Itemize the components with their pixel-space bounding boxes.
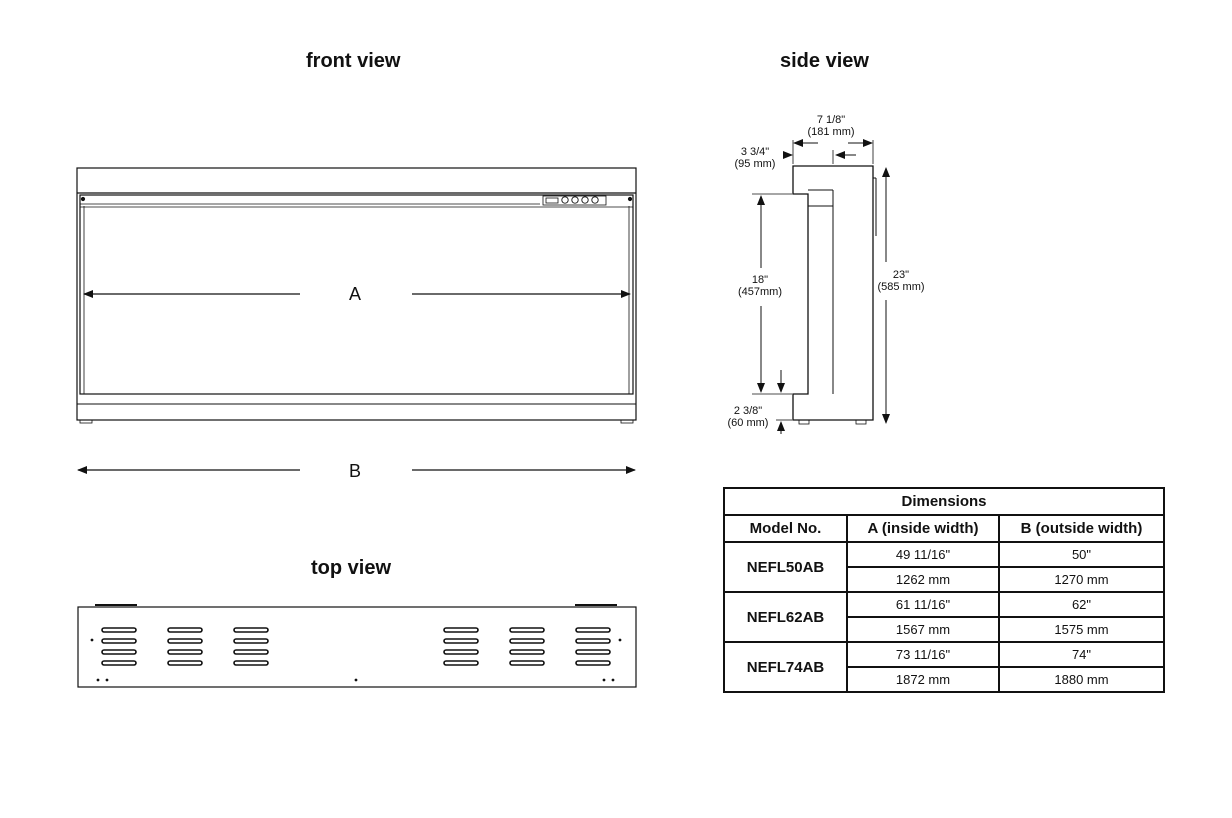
side-view-title: side view [780, 50, 869, 72]
vent-slot [575, 638, 611, 644]
vent-slot [509, 638, 545, 644]
table-row: 1872 mm 1880 mm [724, 666, 1165, 693]
table-row: NEFL50AB 49 11/16" 50" [723, 541, 1165, 593]
front-view-title: front view [306, 50, 401, 72]
top-view-title: top view [311, 557, 392, 579]
vent-slot [233, 638, 269, 644]
model-cell: NEFL74AB [723, 641, 848, 693]
vent-slot [443, 660, 479, 666]
vent-slot [167, 627, 203, 633]
side-opening-height-label: 18"(457mm) [737, 274, 782, 298]
table-row: NEFL62AB 61 11/16" 62" [723, 591, 1165, 643]
vent-slot [233, 649, 269, 655]
vent-slot [167, 649, 203, 655]
b-metric-cell: 1575 mm [998, 616, 1165, 643]
a-imperial-cell: 73 11/16" [846, 641, 1000, 668]
dimension-b-label: B [349, 461, 362, 481]
vent-slot [167, 638, 203, 644]
side-depth-label: 7 1/8"(181 mm) [807, 114, 855, 138]
vent-slot [101, 638, 137, 644]
front-view-drawing [76, 167, 637, 474]
vent-slot [233, 660, 269, 666]
vent-slot [443, 649, 479, 655]
a-metric-cell: 1262 mm [846, 566, 1000, 593]
b-imperial-cell: 62" [998, 591, 1165, 618]
table-header-b: B (outside width) [998, 514, 1165, 543]
vent-slot [509, 627, 545, 633]
vent-slot [167, 660, 203, 666]
dimensions-table: Dimensions Model No. A (inside width) B … [723, 487, 1165, 693]
a-imperial-cell: 49 11/16" [846, 541, 1000, 568]
model-cell: NEFL62AB [723, 591, 848, 643]
table-header-a: A (inside width) [846, 514, 1000, 543]
vent-slot [509, 660, 545, 666]
a-metric-cell: 1567 mm [846, 616, 1000, 643]
table-row: 1262 mm 1270 mm [724, 566, 1165, 593]
table-header-model: Model No. [723, 514, 848, 543]
side-top-offset-label: 3 3/4"(95 mm) [734, 146, 776, 170]
vent-slot [101, 660, 137, 666]
model-cell: NEFL50AB [723, 541, 848, 593]
vent-slot [233, 627, 269, 633]
a-metric-cell: 1872 mm [846, 666, 1000, 693]
vent-slot [575, 649, 611, 655]
table-row: NEFL74AB 73 11/16" 74" [723, 641, 1165, 693]
vent-slot [575, 627, 611, 633]
vent-slot [101, 627, 137, 633]
vent-slot [443, 638, 479, 644]
b-imperial-cell: 50" [998, 541, 1165, 568]
side-view-drawing [752, 139, 890, 434]
b-metric-cell: 1270 mm [998, 566, 1165, 593]
b-imperial-cell: 74" [998, 641, 1165, 668]
side-bottom-offset-label: 2 3/8"(60 mm) [727, 405, 769, 429]
vent-slot [101, 649, 137, 655]
table-row: 1567 mm 1575 mm [724, 616, 1165, 643]
table-title: Dimensions [723, 487, 1165, 516]
side-total-height-label: 23"(585 mm) [877, 269, 925, 293]
vent-slot [509, 649, 545, 655]
top-view-drawing [77, 604, 637, 688]
dimension-a-label: A [349, 284, 362, 304]
vent-slot [575, 660, 611, 666]
a-imperial-cell: 61 11/16" [846, 591, 1000, 618]
vent-slot [443, 627, 479, 633]
b-metric-cell: 1880 mm [998, 666, 1165, 693]
